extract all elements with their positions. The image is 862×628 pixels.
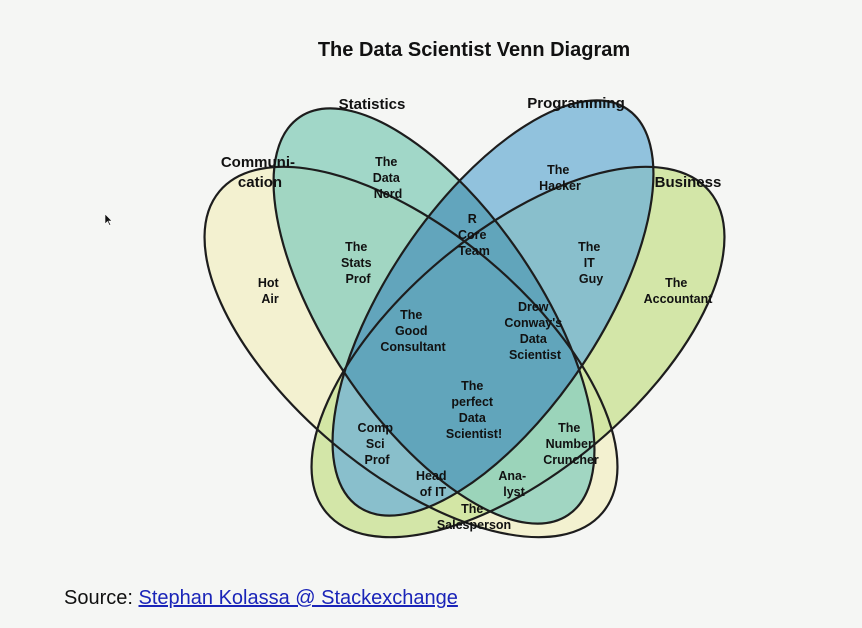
region-number-cruncher: The Number Cruncher: [543, 421, 599, 467]
region-salesperson: The Salesperson: [437, 502, 511, 532]
region-hacker: The Hacker: [539, 163, 581, 193]
source-prefix: Source:: [64, 587, 133, 609]
source-footer: Source: Stephan Kolassa @ Stackexchange: [64, 587, 458, 610]
region-analyst: Ana- lyst: [498, 469, 529, 499]
communication-set-outline: [203, 165, 619, 539]
set-label-programming: Programming: [527, 95, 625, 112]
set-label-communication: Communi- cation: [221, 154, 299, 191]
set-label-business: Business: [655, 174, 722, 191]
source-link[interactable]: Stephan Kolassa @ Stackexchange: [138, 587, 458, 609]
region-drew-conway-data-scientist: Drew Conway's Data Scientist: [504, 300, 565, 362]
region-head-of-it: Head of IT: [416, 469, 450, 499]
region-hot-air: Hot Air: [258, 276, 282, 306]
region-perfect-data-scientist: The perfect Data Scientist!: [446, 379, 502, 441]
region-r-core-team: R Core Team: [458, 212, 490, 258]
statistics-set-outline: [272, 107, 596, 525]
region-it-guy: The IT Guy: [578, 240, 604, 286]
programming-set-ellipse: [332, 100, 654, 516]
set-label-statistics: Statistics: [339, 96, 406, 113]
region-accountant: The Accountant: [644, 276, 714, 306]
mouse-cursor-icon: [105, 214, 113, 226]
region-comp-sci-prof: Comp Sci Prof: [358, 421, 397, 467]
diagram-title: The Data Scientist Venn Diagram: [318, 39, 630, 61]
region-stats-prof: The Stats Prof: [341, 240, 375, 286]
region-good-consultant: The Good Consultant: [380, 308, 446, 354]
programming-set-outline: [331, 99, 655, 517]
region-data-nerd: The Data Nerd: [373, 155, 404, 201]
